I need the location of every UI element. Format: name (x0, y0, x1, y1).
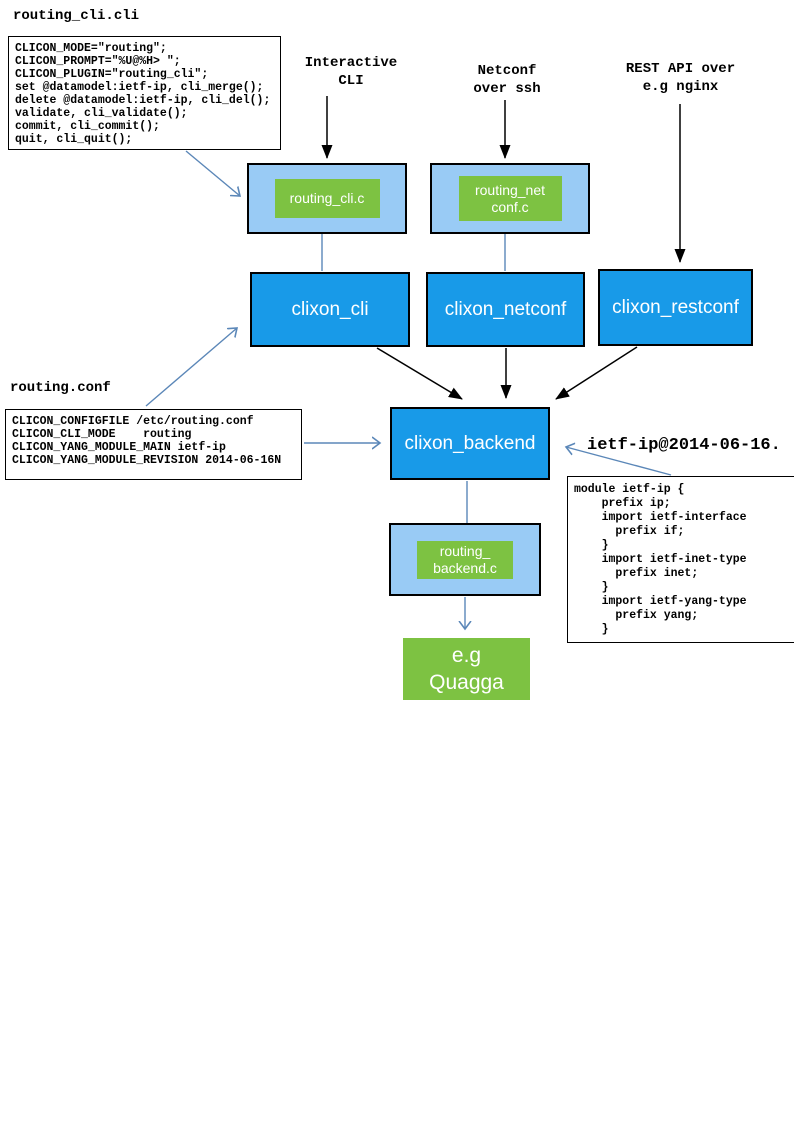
backend-plugin-panel: routing_ backend.c (389, 523, 541, 596)
routing-conf-file-title: routing.conf (10, 380, 111, 396)
arrow-cli-to-backend (376, 347, 463, 400)
ietf-ip-yang-code-box: module ietf-ip { prefix ip; import ietf-… (567, 476, 794, 643)
arrow-conf-to-cli (145, 328, 237, 407)
clixon-restconf-box: clixon_restconf (598, 269, 753, 346)
quagga-box: e.g Quagga (403, 638, 530, 700)
routing-conf-code-box: CLICON_CONFIGFILE /etc/routing.conf CLIC… (5, 409, 302, 480)
arrow-clicode-to-cliplugin (185, 150, 240, 196)
netconf-plugin-panel: routing_net conf.c (430, 163, 590, 234)
interactive-cli-label: Interactive CLI (304, 55, 398, 89)
routing-cli-code-box: CLICON_MODE="routing"; CLICON_PROMPT="%U… (8, 36, 281, 150)
ietf-ip-yang-label: ietf-ip@2014-06-16. (587, 436, 781, 455)
arrow-restconf-to-backend (555, 346, 638, 400)
routing-netconf-c-plugin: routing_net conf.c (458, 176, 562, 221)
cli-plugin-panel: routing_cli.c (247, 163, 407, 234)
rest-api-label: REST API over e.g nginx (625, 61, 736, 95)
routing-backend-c-plugin: routing_ backend.c (417, 540, 513, 579)
netconf-over-ssh-label: Netconf over ssh (473, 63, 541, 97)
clixon-backend-box: clixon_backend (390, 407, 550, 480)
routing-cli-c-plugin: routing_cli.c (274, 179, 380, 218)
routing-cli-file-title: routing_cli.cli (13, 8, 140, 24)
clixon-netconf-box: clixon_netconf (426, 272, 585, 347)
clixon-cli-box: clixon_cli (250, 272, 410, 347)
